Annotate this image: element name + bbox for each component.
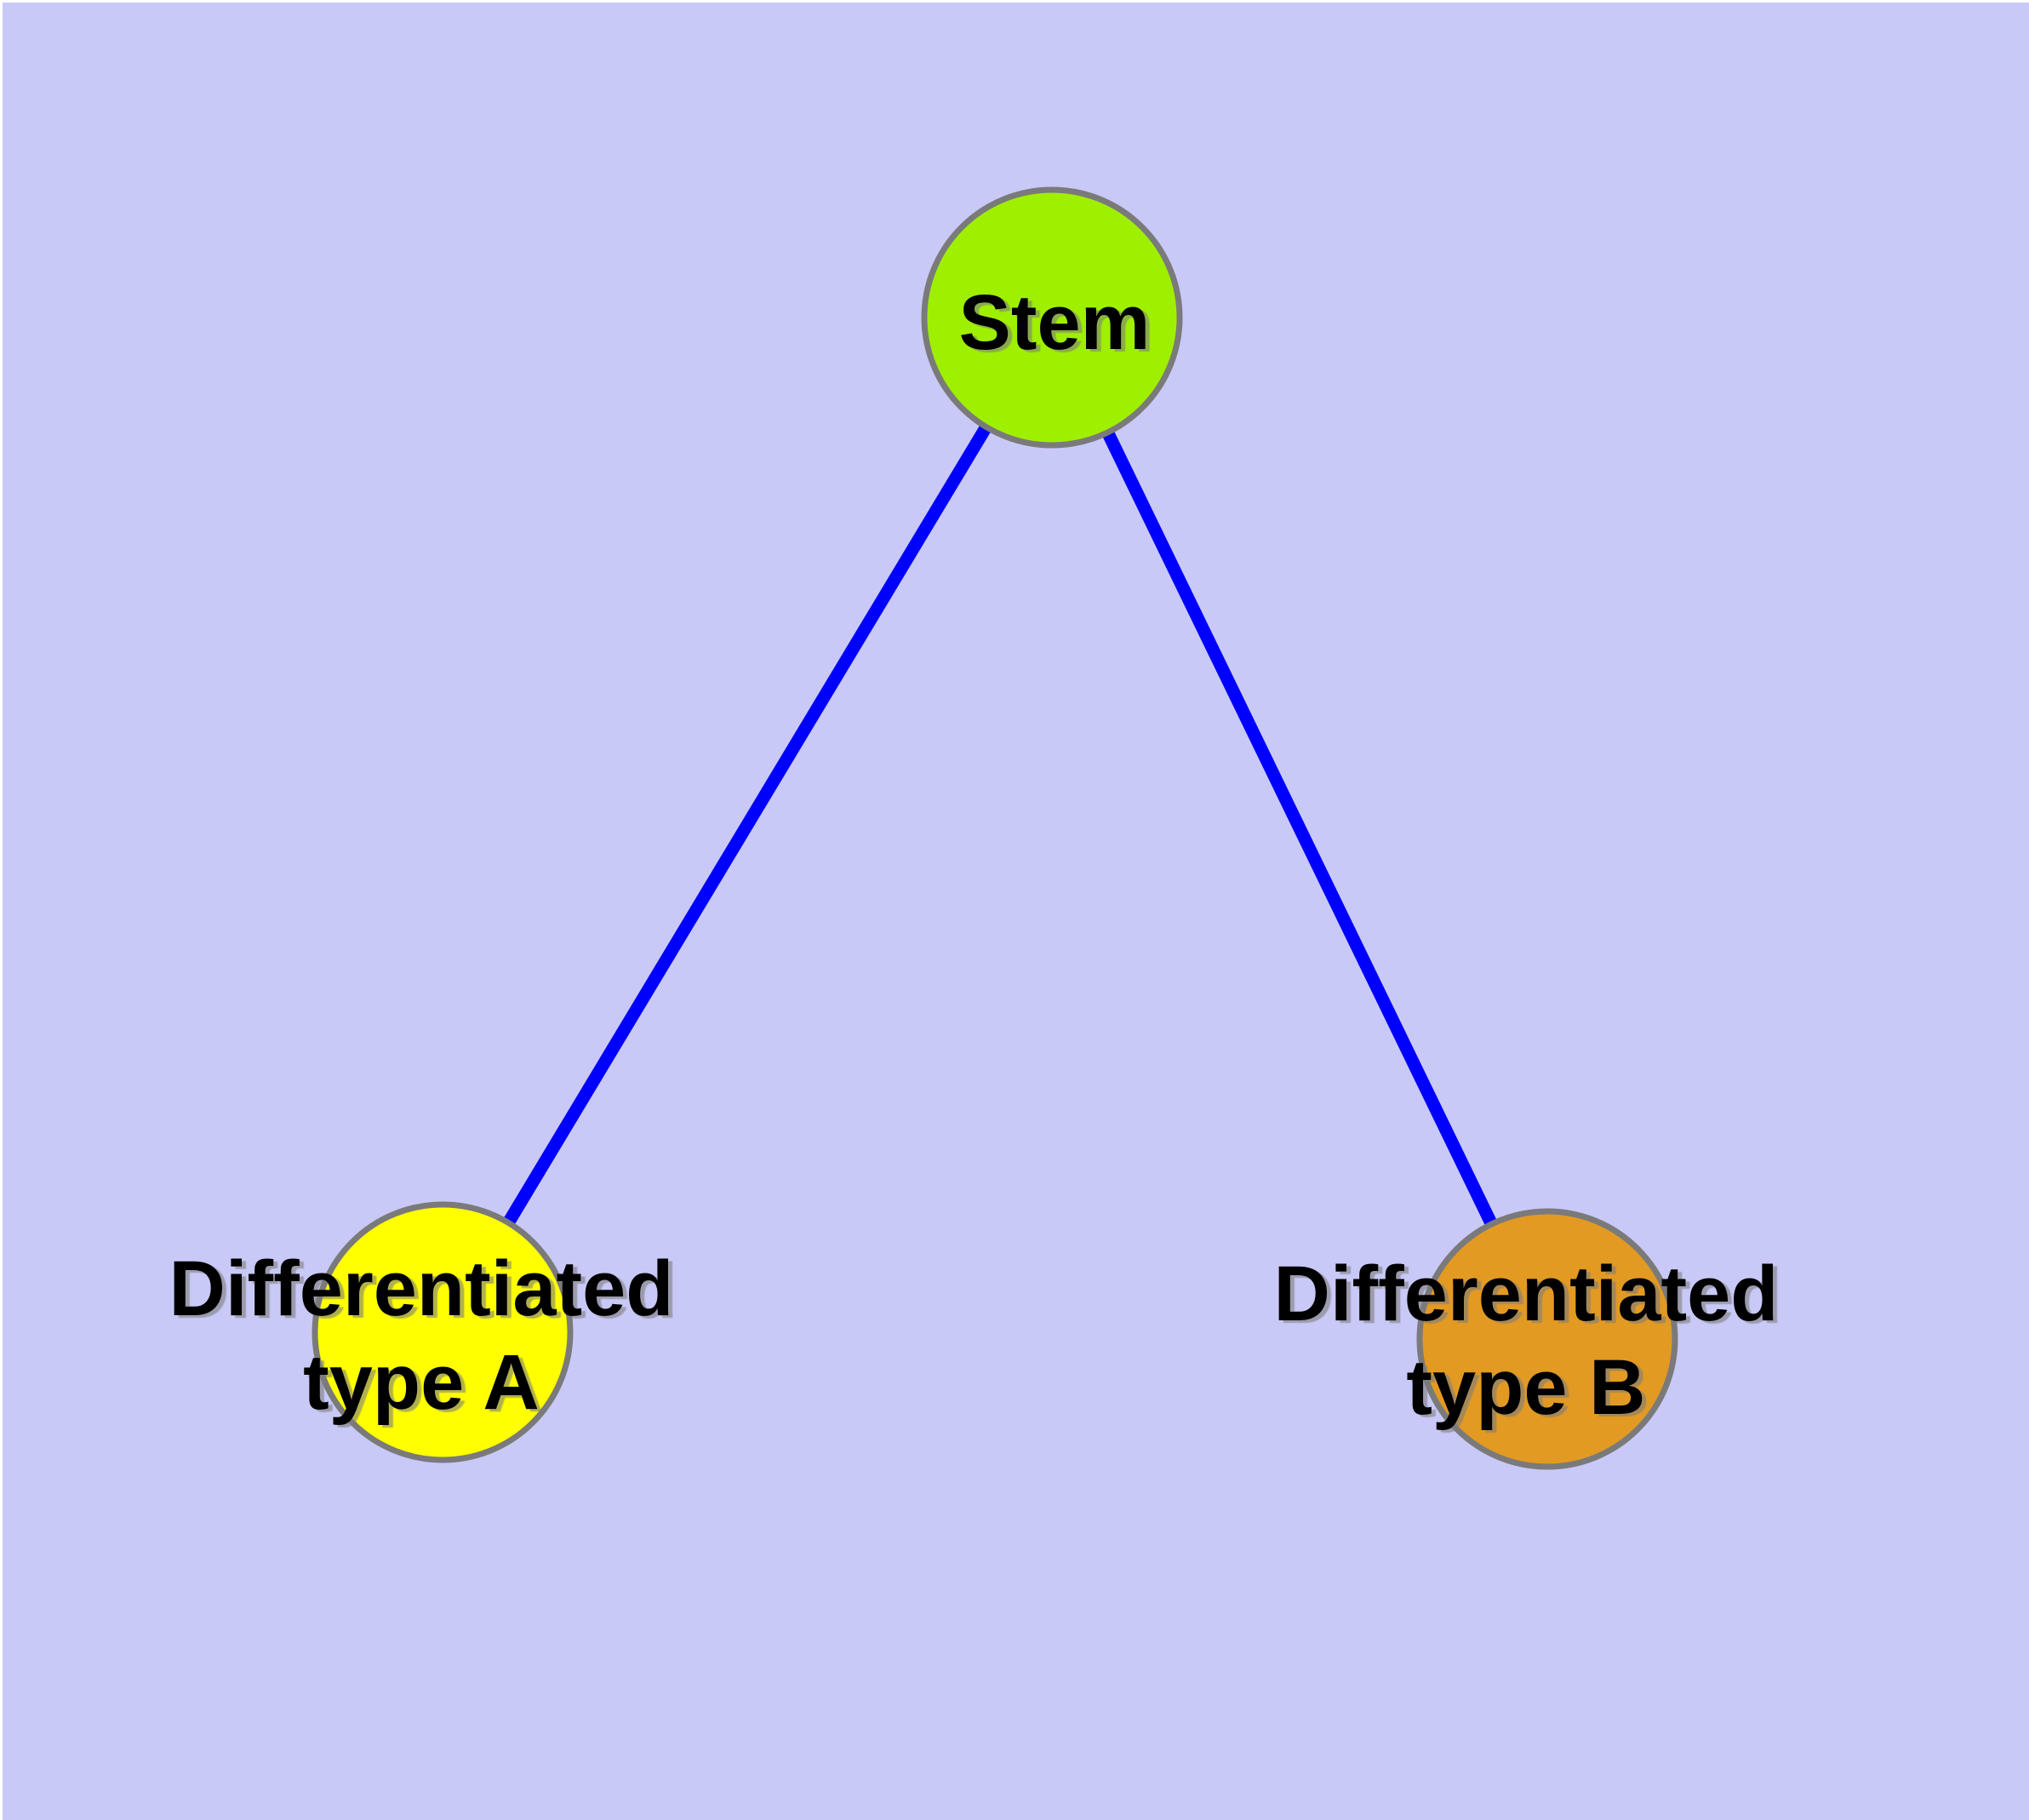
graph-plot-background: Stem Differentiated type A Differentiate… [3, 3, 2029, 1820]
node-label-type-b-line2: type B [1406, 1344, 1645, 1431]
node-differentiated-type-b [1416, 1208, 1678, 1470]
node-group [311, 186, 1678, 1470]
node-differentiated-type-a [311, 1201, 574, 1463]
node-label-type-a-line1: Differentiated [169, 1245, 674, 1332]
node-label-type-b-line1: Differentiated [1274, 1251, 1779, 1337]
cell-differentiation-graph: Stem Differentiated type A Differentiate… [169, 186, 1779, 1470]
node-stem [921, 186, 1183, 449]
edge-stem-to-type-a [437, 314, 1058, 1336]
node-label-type-a-line2: type A [303, 1339, 540, 1426]
edge-stem-to-type-b [1046, 314, 1553, 1342]
label-group: Stem Differentiated type A Differentiate… [169, 279, 1779, 1431]
node-label-stem: Stem [959, 279, 1151, 366]
edge-group [437, 314, 1553, 1342]
